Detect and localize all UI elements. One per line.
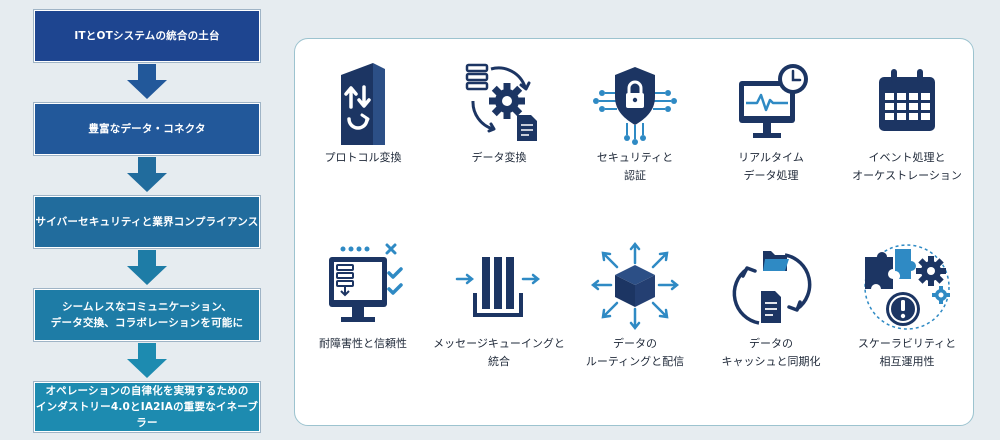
feature-label: プロトコル変換 [324,151,402,164]
flow-step-foundation: ITとOTシステムの統合の土台 [33,9,261,63]
cache-sync-icon [723,239,819,335]
flow-arrow-1 [126,64,168,100]
feature-event-orchestration: イベント処理と オーケストレーション [839,53,975,184]
feature-label: イベント処理と オーケストレーション [852,151,962,182]
data-conversion-icon [451,53,547,149]
feature-label: データの ルーティングと配信 [585,337,685,368]
feature-data-conversion: データ変換 [431,53,567,167]
feature-security-auth: セキュリティと 認証 [567,53,703,184]
feature-label: 耐障害性と信頼性 [319,337,407,350]
calendar-icon [859,53,955,149]
message-queue-icon [451,239,547,335]
realtime-monitor-icon [723,53,819,149]
flow-step-data-connectors: 豊富なデータ・コネクタ [33,102,261,156]
feature-label: データの キャッシュと同期化 [721,337,821,368]
flow-arrow-2 [126,157,168,193]
flow-step-enabler: オペレーションの自律化を実現するための インダストリー4.0とIA2IAの重要な… [33,381,261,433]
feature-scalability: スケーラビリティと 相互運用性 [839,239,975,370]
feature-label: データ変換 [471,151,527,164]
flow-step-communication: シームレスなコミュニケーション、 データ交換、コラボレーションを可能に [33,288,261,342]
flow-arrow-3 [126,250,168,286]
feature-fault-tolerance: 耐障害性と信頼性 [295,239,431,353]
routing-cube-icon [587,239,683,335]
feature-label: リアルタイム データ処理 [738,151,804,182]
integration-flow: ITとOTシステムの統合の土台 豊富なデータ・コネクタ サイバーセキュリティと業… [0,0,290,440]
feature-label: セキュリティと 認証 [596,151,674,182]
flow-step-cybersecurity: サイバーセキュリティと業界コンプライアンス [33,195,261,249]
feature-data-routing: データの ルーティングと配信 [567,239,703,370]
fault-tolerance-icon [315,239,411,335]
feature-label: スケーラビリティと 相互運用性 [857,337,957,368]
flow-arrow-4 [126,343,168,379]
protocol-conversion-icon [315,53,411,149]
feature-message-queue: メッセージキューイングと 統合 [431,239,567,370]
puzzle-gear-icon [859,239,955,335]
feature-label: メッセージキューイングと 統合 [433,337,565,368]
feature-cache-sync: データの キャッシュと同期化 [703,239,839,370]
feature-protocol-conversion: プロトコル変換 [295,53,431,167]
feature-realtime-processing: リアルタイム データ処理 [703,53,839,184]
security-lock-icon [587,53,683,149]
features-panel: プロトコル変換 [294,38,974,426]
